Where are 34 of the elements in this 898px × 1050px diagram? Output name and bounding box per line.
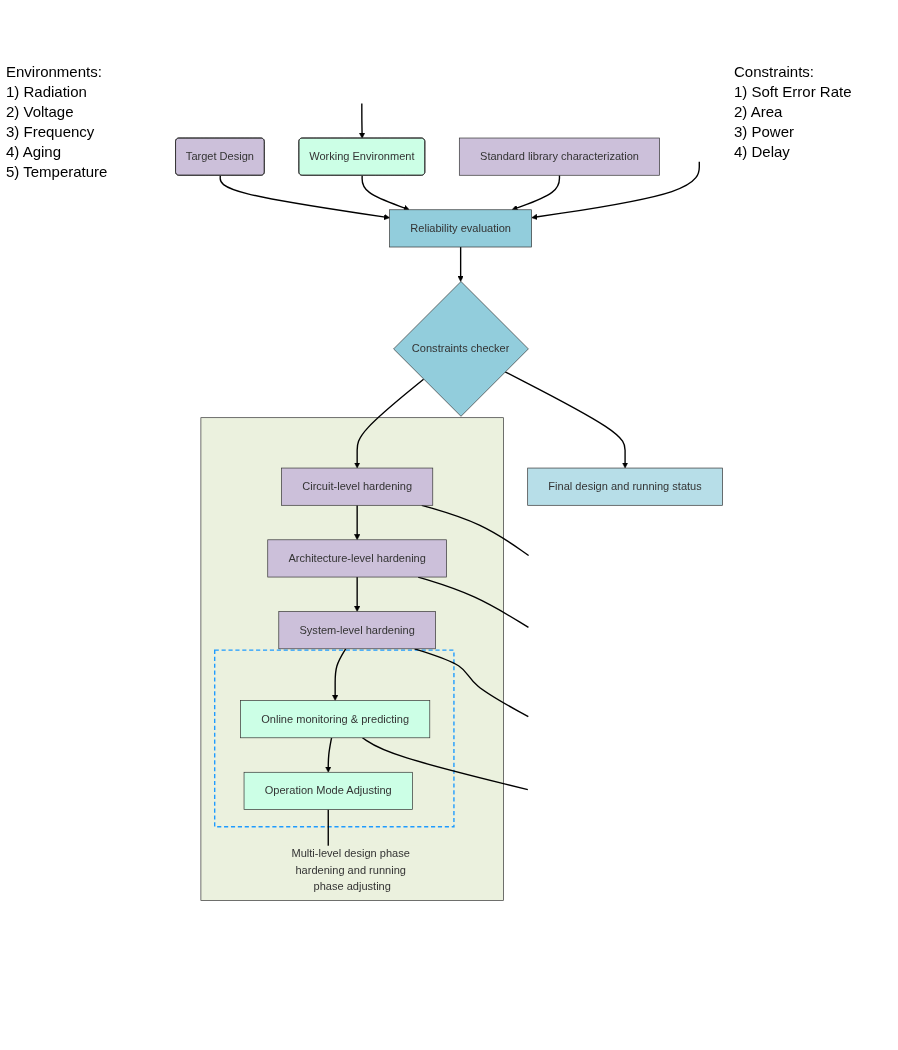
node-box: Standard library characterization	[458, 137, 660, 176]
node-box: Circuit-level hardening	[281, 467, 434, 506]
arrow	[354, 378, 425, 469]
arrow	[361, 174, 410, 211]
list-item: 2) Voltage	[6, 103, 75, 120]
connector	[361, 737, 529, 791]
arrow	[531, 161, 700, 220]
list-heading: Environments:	[6, 63, 103, 80]
node-box: Architecture-level hardening	[267, 539, 447, 578]
arrow	[511, 174, 561, 211]
list-item: 4) Aging	[6, 143, 63, 160]
node-box: Reliability evaluation	[389, 209, 532, 248]
connector	[413, 648, 529, 718]
list-item: 2) Area	[734, 103, 784, 120]
list-item: 3) Frequency	[6, 123, 96, 140]
arrow	[457, 246, 464, 282]
list-item: 3) Power	[734, 123, 796, 140]
arrow	[354, 504, 361, 541]
list-heading: Constraints:	[734, 63, 816, 80]
list-item: 4) Delay	[734, 143, 791, 160]
list-item: 5) Temperature	[6, 163, 109, 180]
node-box: Final design and running status	[527, 467, 723, 506]
node-box: Operation Mode Adjusting	[243, 771, 413, 810]
node-box: Online monitoring & predicting	[240, 700, 431, 739]
arrow	[332, 648, 347, 701]
list-item: 1) Radiation	[6, 83, 88, 100]
arrow	[325, 737, 333, 773]
arrow	[354, 576, 361, 612]
node-diamond: Constraints checker	[393, 281, 529, 417]
arrow	[219, 174, 390, 220]
list-item: 1) Soft Error Rate	[734, 83, 853, 100]
arrow	[504, 371, 629, 469]
arrow	[359, 102, 366, 139]
node-box: System-level hardening	[278, 611, 436, 650]
